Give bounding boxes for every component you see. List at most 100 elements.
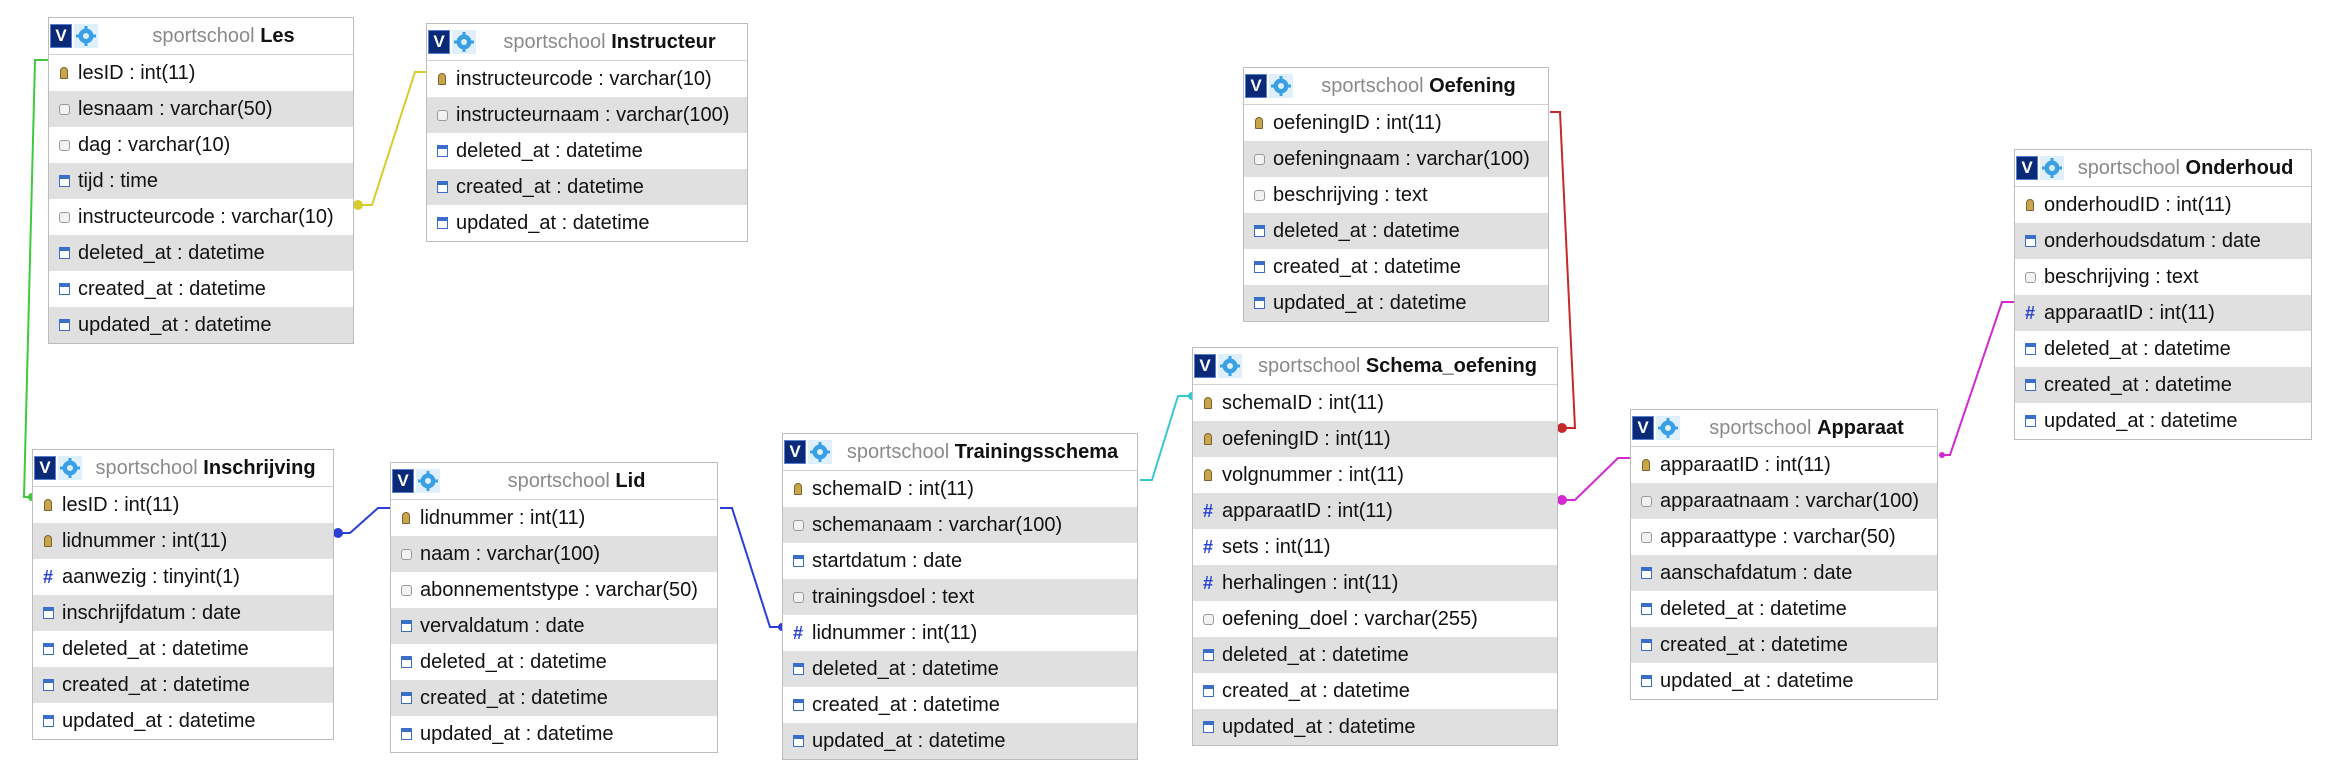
column-row[interactable]: updated_at : datetime: [33, 703, 333, 739]
column-row[interactable]: updated_at : datetime: [391, 716, 717, 752]
gear-icon[interactable]: [1218, 354, 1242, 378]
collapse-toggle-icon[interactable]: V: [1245, 74, 1267, 98]
column-row[interactable]: deleted_at : datetime: [427, 133, 747, 169]
column-row[interactable]: lesID : int(11): [33, 487, 333, 523]
column-row[interactable]: trainingsdoel : text: [783, 579, 1137, 615]
column-row[interactable]: apparaatnaam : varchar(100): [1631, 483, 1937, 519]
column-row[interactable]: deleted_at : datetime: [391, 644, 717, 680]
column-row[interactable]: deleted_at : datetime: [1631, 591, 1937, 627]
column-row[interactable]: lesnaam : varchar(50): [49, 91, 353, 127]
column-row[interactable]: updated_at : datetime: [1244, 285, 1548, 321]
column-row[interactable]: updated_at : datetime: [2015, 403, 2311, 439]
collapse-toggle-icon[interactable]: V: [2016, 156, 2038, 180]
column-row[interactable]: updated_at : datetime: [1193, 709, 1557, 745]
column-row[interactable]: created_at : datetime: [1193, 673, 1557, 709]
column-row[interactable]: created_at : datetime: [427, 169, 747, 205]
collapse-toggle-icon[interactable]: V: [392, 469, 414, 493]
column-row[interactable]: onderhoudsdatum : date: [2015, 223, 2311, 259]
column-row[interactable]: deleted_at : datetime: [783, 651, 1137, 687]
column-row[interactable]: created_at : datetime: [49, 271, 353, 307]
column-row[interactable]: lidnummer : int(11): [33, 523, 333, 559]
column-row[interactable]: apparaattype : varchar(50): [1631, 519, 1937, 555]
column-row[interactable]: instructeurcode : varchar(10): [427, 61, 747, 97]
column-row[interactable]: oefeningID : int(11): [1193, 421, 1557, 457]
column-row[interactable]: created_at : datetime: [33, 667, 333, 703]
column-row[interactable]: naam : varchar(100): [391, 536, 717, 572]
gear-icon[interactable]: [1269, 74, 1293, 98]
column-row[interactable]: #apparaatID : int(11): [1193, 493, 1557, 529]
column-row[interactable]: inschrijfdatum : date: [33, 595, 333, 631]
gear-icon[interactable]: [2040, 156, 2064, 180]
column-row[interactable]: schemaID : int(11): [1193, 385, 1557, 421]
collapse-toggle-icon[interactable]: V: [784, 440, 806, 464]
column-row[interactable]: startdatum : date: [783, 543, 1137, 579]
column-row[interactable]: oefeningID : int(11): [1244, 105, 1548, 141]
column-row[interactable]: volgnummer : int(11): [1193, 457, 1557, 493]
column-row[interactable]: schemanaam : varchar(100): [783, 507, 1137, 543]
column-row[interactable]: #sets : int(11): [1193, 529, 1557, 565]
column-row[interactable]: abonnementstype : varchar(50): [391, 572, 717, 608]
column-row[interactable]: tijd : time: [49, 163, 353, 199]
column-row[interactable]: deleted_at : datetime: [1193, 637, 1557, 673]
column-row[interactable]: #aanwezig : tinyint(1): [33, 559, 333, 595]
gear-icon[interactable]: [452, 30, 476, 54]
gear-icon[interactable]: [58, 456, 82, 480]
column-row[interactable]: deleted_at : datetime: [1244, 213, 1548, 249]
collapse-toggle-icon[interactable]: V: [428, 30, 450, 54]
column-row[interactable]: updated_at : datetime: [427, 205, 747, 241]
column-row[interactable]: beschrijving : text: [2015, 259, 2311, 295]
column-row[interactable]: #lidnummer : int(11): [783, 615, 1137, 651]
column-row[interactable]: beschrijving : text: [1244, 177, 1548, 213]
column-row[interactable]: #herhalingen : int(11): [1193, 565, 1557, 601]
gear-icon[interactable]: [1656, 416, 1680, 440]
gear-icon[interactable]: [416, 469, 440, 493]
column-row[interactable]: lidnummer : int(11): [391, 500, 717, 536]
column-row[interactable]: deleted_at : datetime: [49, 235, 353, 271]
column-row[interactable]: instructeurcode : varchar(10): [49, 199, 353, 235]
column-row[interactable]: vervaldatum : date: [391, 608, 717, 644]
column-row[interactable]: onderhoudID : int(11): [2015, 187, 2311, 223]
column-row[interactable]: instructeurnaam : varchar(100): [427, 97, 747, 133]
column-row[interactable]: updated_at : datetime: [783, 723, 1137, 759]
column-row[interactable]: schemaID : int(11): [783, 471, 1137, 507]
collapse-toggle-icon[interactable]: V: [1632, 416, 1654, 440]
column-row[interactable]: oefeningnaam : varchar(100): [1244, 141, 1548, 177]
column-row[interactable]: #apparaatID : int(11): [2015, 295, 2311, 331]
column-row[interactable]: created_at : datetime: [1631, 627, 1937, 663]
column-row[interactable]: updated_at : datetime: [49, 307, 353, 343]
column-row[interactable]: created_at : datetime: [783, 687, 1137, 723]
column-row[interactable]: aanschafdatum : date: [1631, 555, 1937, 591]
column-row[interactable]: dag : varchar(10): [49, 127, 353, 163]
column-row[interactable]: created_at : datetime: [2015, 367, 2311, 403]
gear-icon[interactable]: [74, 24, 98, 48]
collapse-toggle-icon[interactable]: V: [50, 24, 72, 48]
gear-icon[interactable]: [808, 440, 832, 464]
collapse-toggle-icon[interactable]: V: [34, 456, 56, 480]
column-row[interactable]: apparaatID : int(11): [1631, 447, 1937, 483]
column-row[interactable]: deleted_at : datetime: [33, 631, 333, 667]
column-row[interactable]: updated_at : datetime: [1631, 663, 1937, 699]
column-row[interactable]: created_at : datetime: [1244, 249, 1548, 285]
collapse-toggle-icon[interactable]: V: [1194, 354, 1216, 378]
column-row[interactable]: deleted_at : datetime: [2015, 331, 2311, 367]
column-row[interactable]: oefening_doel : varchar(255): [1193, 601, 1557, 637]
column-row[interactable]: lesID : int(11): [49, 55, 353, 91]
